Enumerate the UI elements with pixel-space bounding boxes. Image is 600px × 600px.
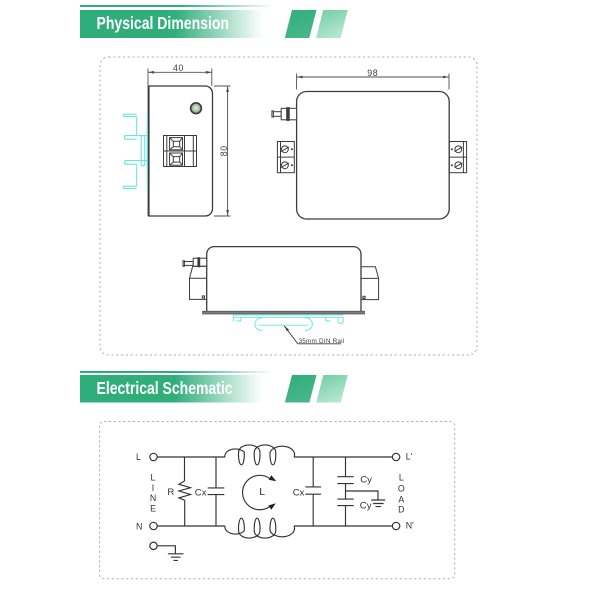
svg-text:R: R <box>167 487 174 498</box>
svg-text:Cx: Cx <box>195 488 207 499</box>
svg-text:40: 40 <box>173 63 184 73</box>
svg-text:Physical Dimension: Physical Dimension <box>97 13 230 33</box>
svg-text:A: A <box>398 494 404 504</box>
svg-text:Cx: Cx <box>293 488 305 499</box>
svg-text:98: 98 <box>367 68 378 78</box>
svg-text:N': N' <box>406 521 414 531</box>
svg-text:O: O <box>398 484 405 494</box>
svg-text:N: N <box>136 521 142 531</box>
svg-text:Electrical Schematic: Electrical Schematic <box>97 378 233 398</box>
svg-text:Cy: Cy <box>360 500 372 511</box>
svg-text:35mm DIN Rail: 35mm DIN Rail <box>299 338 345 345</box>
svg-text:E: E <box>150 504 156 514</box>
svg-text:L: L <box>399 472 404 482</box>
svg-text:L': L' <box>406 452 413 462</box>
svg-text:N: N <box>150 493 156 503</box>
svg-text:80: 80 <box>219 145 229 156</box>
svg-text:L: L <box>259 486 265 498</box>
svg-text:Cy: Cy <box>360 475 372 486</box>
svg-text:L: L <box>151 472 156 482</box>
svg-text:I: I <box>152 483 154 493</box>
svg-text:D: D <box>398 504 404 514</box>
svg-text:L: L <box>136 452 141 462</box>
